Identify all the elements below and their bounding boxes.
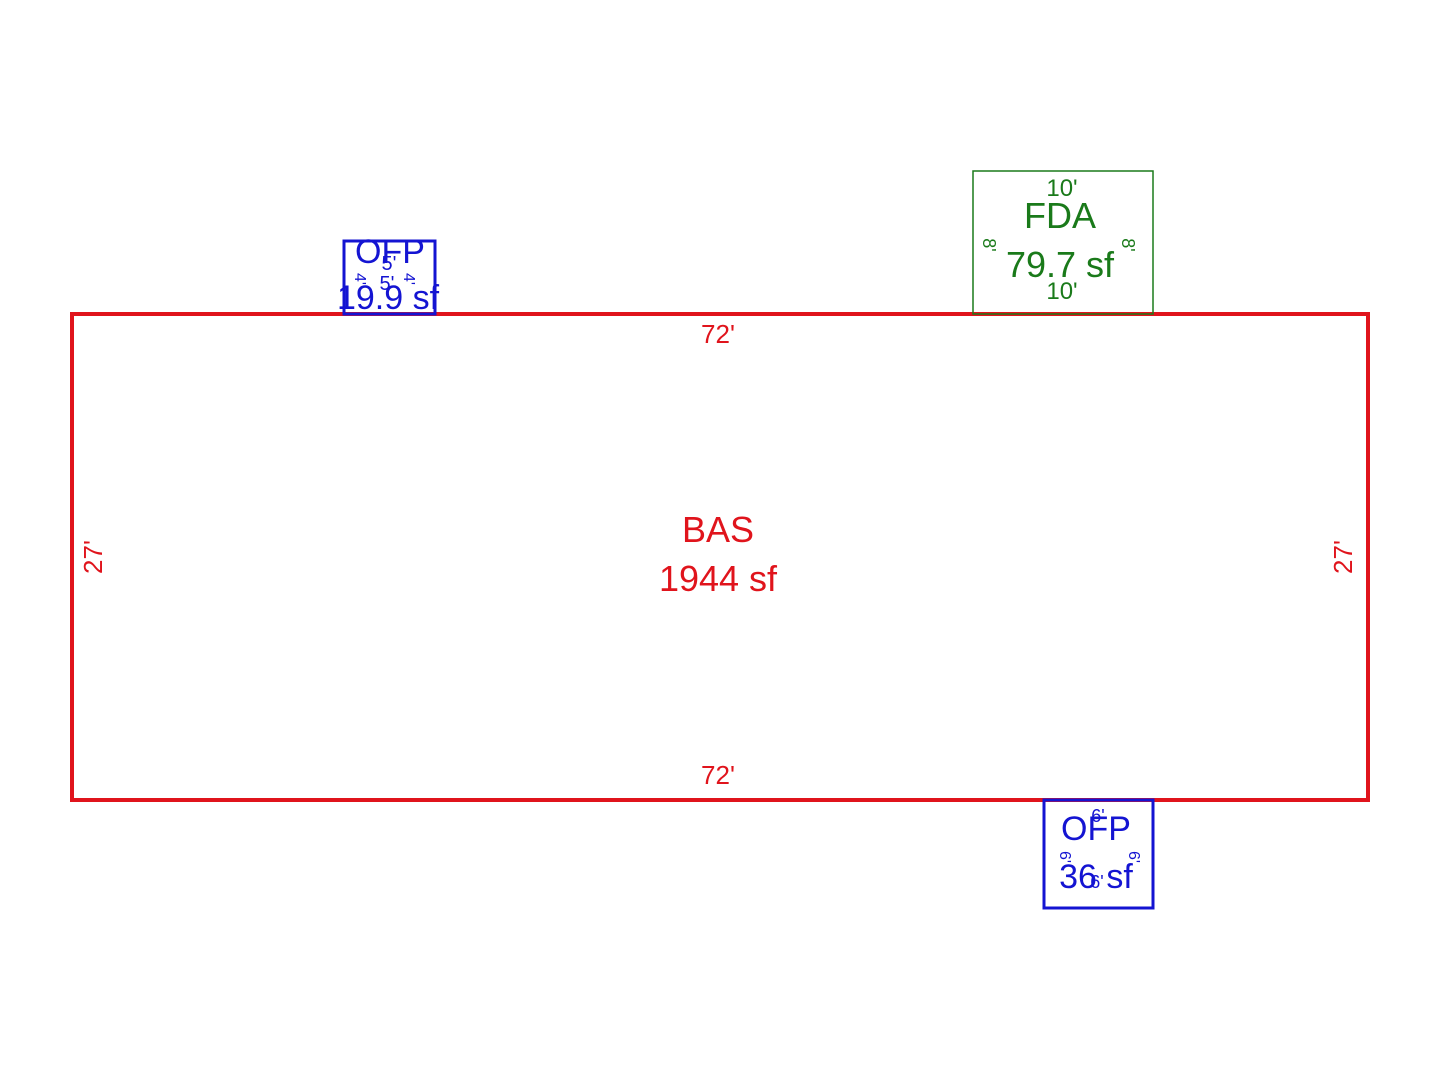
ofp-top-outline: [342, 239, 437, 316]
bas-area: 72' 72' 27' 27' BAS 1944 sf: [70, 312, 1370, 802]
ofp-bottom-top-dimension: 6': [1091, 806, 1104, 826]
ofp-bottom-outline: [1042, 798, 1155, 910]
ofp-bottom-left-dimension: 6': [1056, 851, 1073, 863]
fda-left-dimension: 8': [979, 238, 999, 251]
ofp-top-area: OFP 5' 5' 4' 4' 19.9 sf: [337, 233, 440, 317]
fda-bottom-dimension: 10': [1046, 278, 1077, 305]
fda-right-dimension: 8': [1118, 238, 1138, 251]
fda-top-dimension: 10': [1046, 175, 1077, 202]
bas-left-dimension: 27': [78, 540, 108, 574]
bas-right-dimension: 27': [1328, 540, 1358, 574]
bas-name-label: BAS: [682, 509, 754, 550]
ofp-top-left-dimension: 4': [351, 273, 368, 285]
bas-outline: [70, 312, 1370, 802]
fda-outline: [972, 170, 1154, 315]
fda-area-label: 79.7 sf: [1006, 244, 1115, 285]
fda-area: 10' FDA 79.7 sf 10' 8' 8': [972, 170, 1154, 315]
bas-top-dimension: 72': [701, 319, 735, 349]
ofp-top-right-dimension: 4': [400, 273, 417, 285]
fda-name-label: FDA: [1024, 195, 1096, 236]
bas-bottom-dimension: 72': [701, 760, 735, 790]
ofp-bottom-right-dimension: 6': [1125, 851, 1142, 863]
ofp-top-bottom-dimension: 5': [380, 273, 395, 295]
ofp-top-area-label: 19.9 sf: [337, 279, 440, 317]
ofp-bottom-name-label: OFP: [1061, 810, 1131, 848]
bas-area-label: 1944 sf: [659, 558, 778, 599]
ofp-top-name-label: OFP: [355, 233, 425, 271]
ofp-bottom-area: 6' OFP 6' 6' 36 sf 6': [1042, 798, 1155, 910]
ofp-bottom-bottom-dimension: 6': [1090, 872, 1103, 892]
ofp-top-top-dimension: 5': [382, 253, 397, 275]
ofp-bottom-area-label: 36 sf: [1059, 858, 1133, 896]
